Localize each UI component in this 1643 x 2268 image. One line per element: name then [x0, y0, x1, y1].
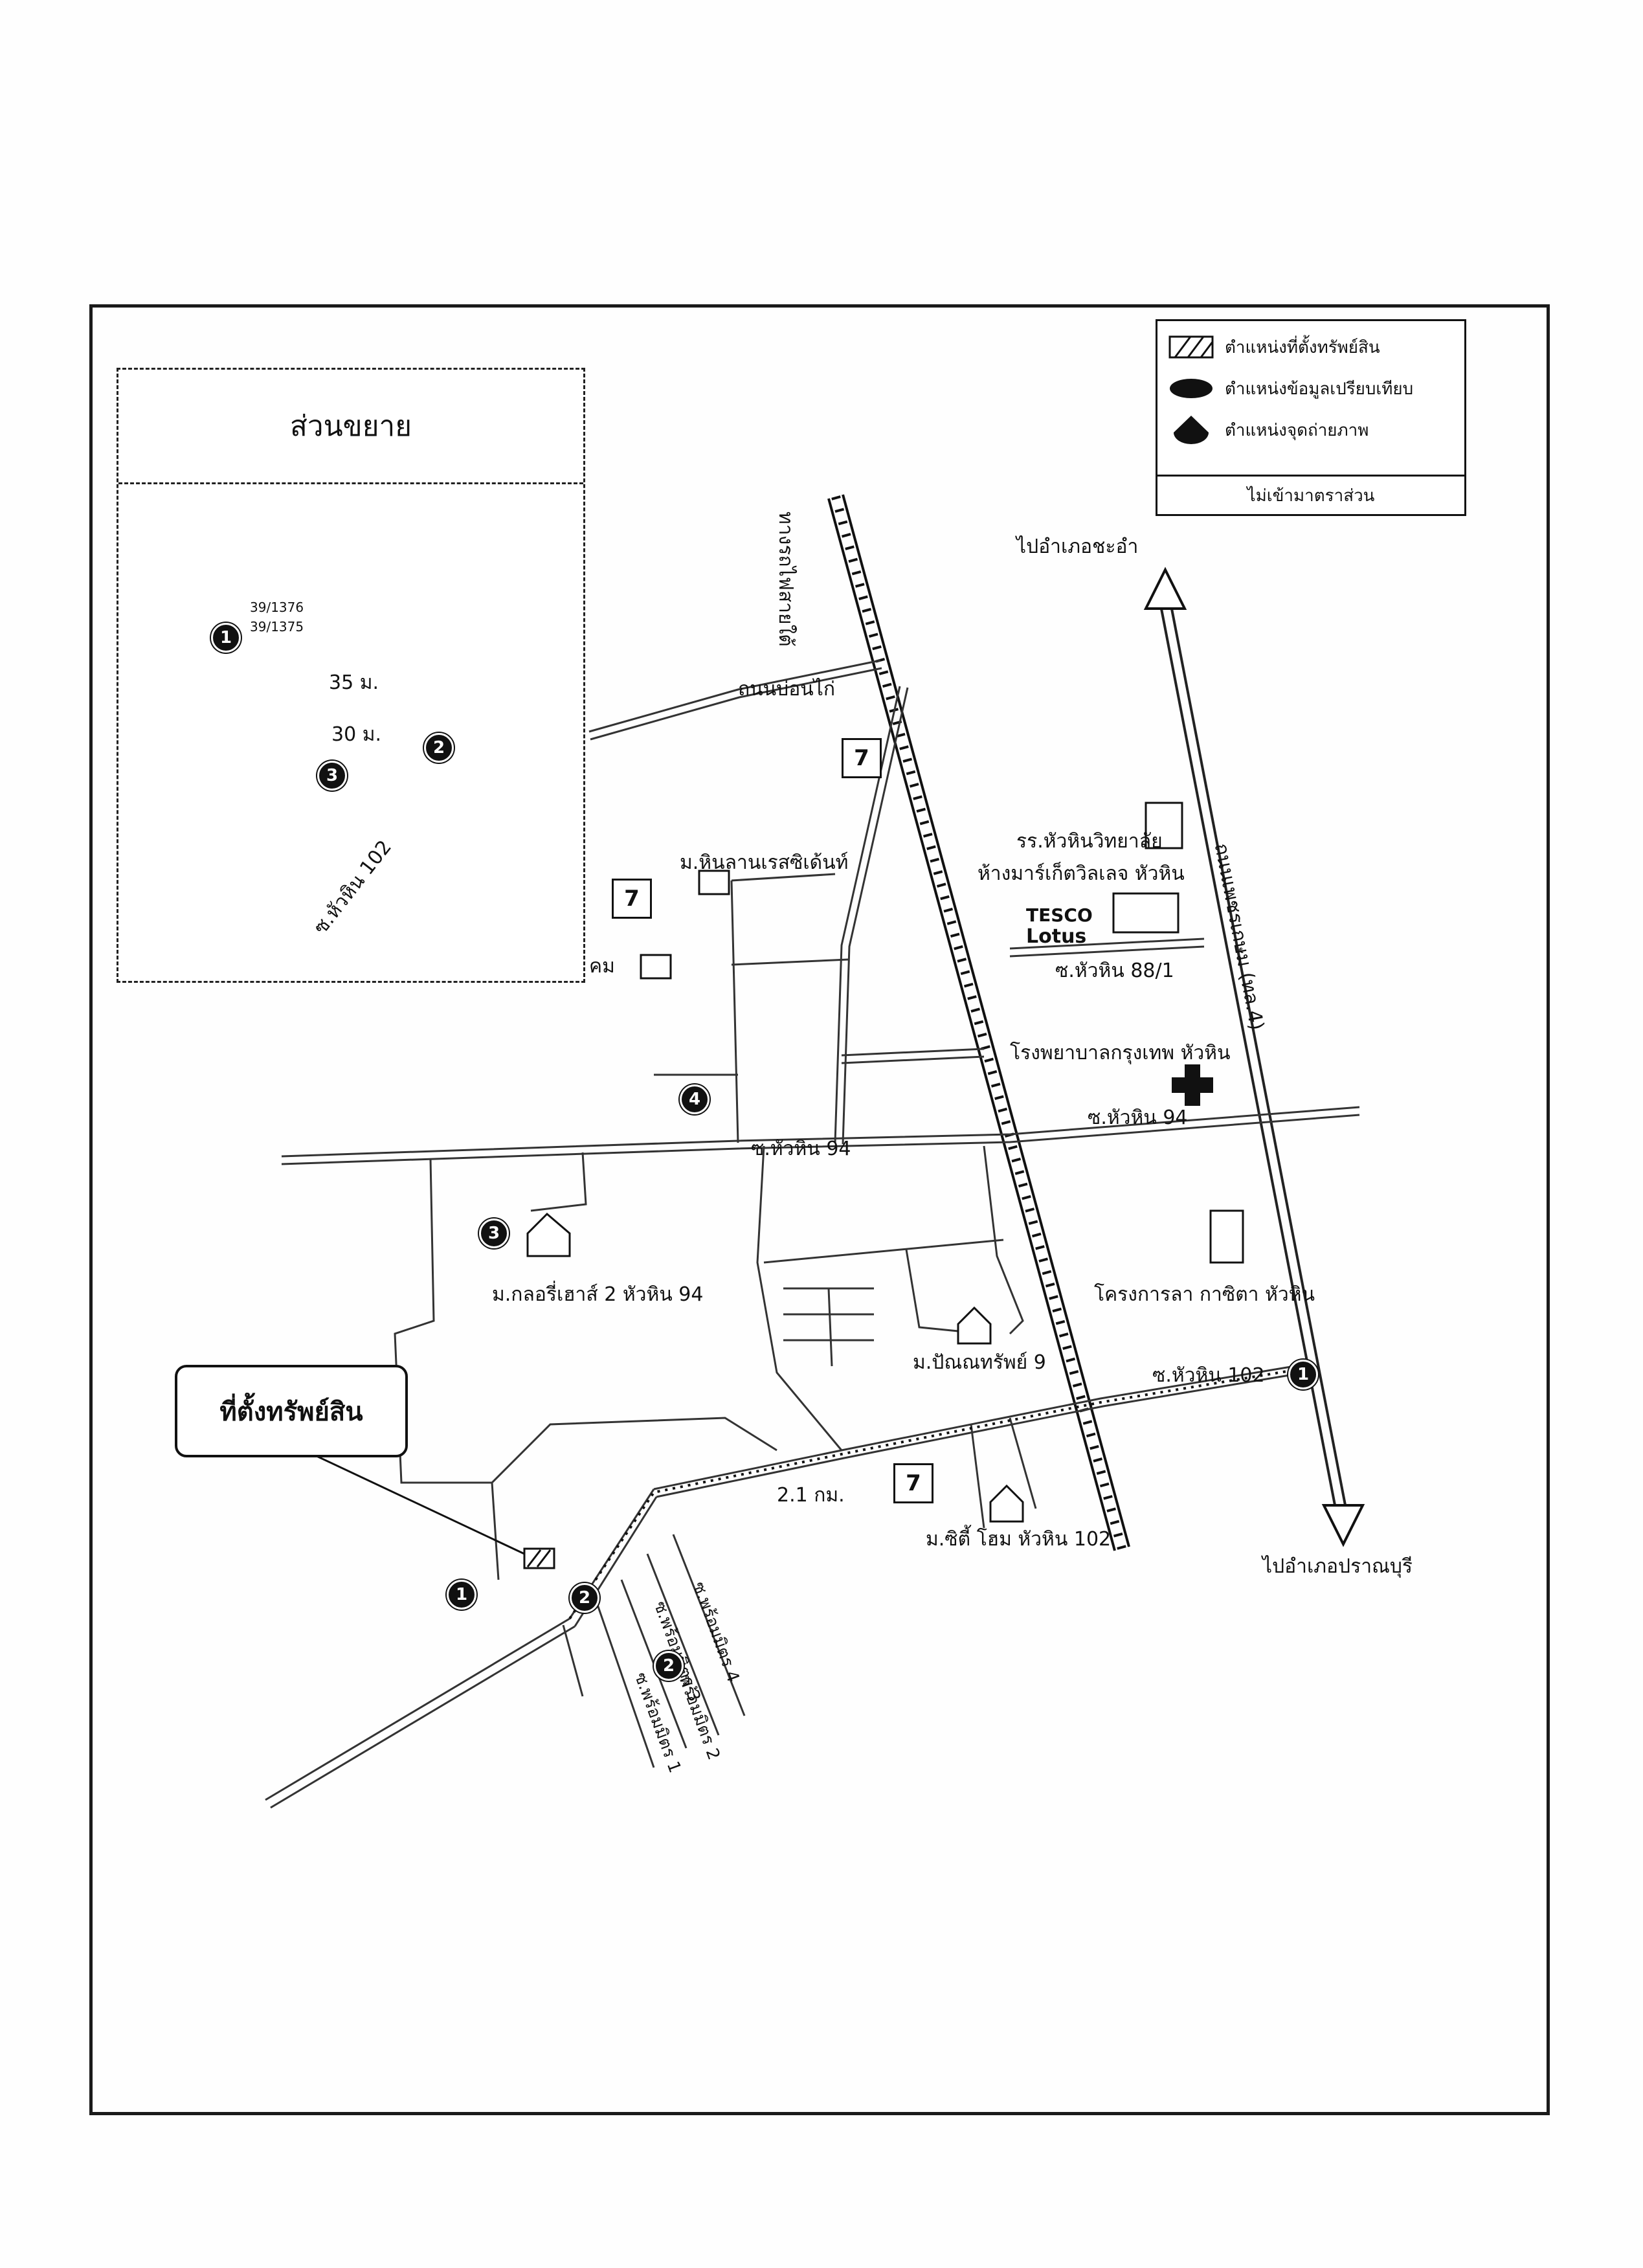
- roads: [265, 659, 1360, 1809]
- route-dotted: [568, 1369, 1295, 1620]
- label-tesco-1: TESCO: [1026, 904, 1093, 926]
- arrow-north-icon: [1143, 567, 1187, 610]
- marker-2-main: 2: [570, 1583, 599, 1613]
- label-to-chaam: ไปอำเภอชะอำ: [1016, 535, 1139, 558]
- marker-4-main: 4: [680, 1084, 710, 1114]
- label-market: ห้างมาร์เก็ตวิลเลจ หัวหิน: [978, 862, 1185, 885]
- label-soi-94-west: ซ.หัวหิน 94: [751, 1138, 851, 1160]
- inset-panel: ส่วนขยาย: [117, 368, 585, 983]
- legend-row-site: ตำแหน่งที่ตั้งทรัพย์สิน: [1165, 330, 1380, 364]
- inset-dist-30: 30 ม.: [331, 723, 382, 746]
- arrow-south-icon: [1321, 1504, 1365, 1547]
- legend: ตำแหน่งที่ตั้งทรัพย์สิน ตำแหน่งข้อมูลเปร…: [1156, 319, 1466, 516]
- building-icons: [526, 802, 1244, 1523]
- inset-title: ส่วนขยาย: [118, 370, 583, 484]
- map-frame: [89, 304, 1550, 2115]
- inset-plot-label-bottom: 39/1375: [250, 619, 304, 634]
- seven-eleven-icon: 7: [612, 879, 652, 919]
- ellipse-icon: [1165, 376, 1217, 401]
- hatch-square-icon: [1165, 334, 1217, 360]
- marker-1-main: 1: [447, 1580, 476, 1610]
- label-glory: ม.กลอรี่เฮาส์ 2 หัวหิน 94: [492, 1283, 704, 1306]
- property-callout: ที่ตั้งทรัพย์สิน: [175, 1365, 408, 1457]
- marker-3-main: 3: [479, 1218, 509, 1248]
- inset-marker-2: 2: [424, 733, 454, 763]
- label-soi-88: ซ.หัวหิน 88/1: [1055, 960, 1174, 982]
- legend-row-comparable: ตำแหน่งข้อมูลเปรียบเทียบ: [1165, 372, 1413, 405]
- label-dist-21: 2.1 กม.: [777, 1484, 845, 1507]
- seven-eleven-icon: 7: [842, 738, 882, 778]
- seven-eleven-icon: 7: [893, 1463, 933, 1503]
- legend-comparable-label: ตำแหน่งข้อมูลเปรียบเทียบ: [1225, 379, 1414, 399]
- label-hin-lan: ม.หินลานเรสซิเด้นท์: [680, 851, 849, 874]
- hospital-cross-icon: [1172, 1064, 1213, 1106]
- inset-marker-1: 1: [211, 623, 241, 653]
- photo-point-icon: [1165, 416, 1217, 444]
- legend-photo-label: ตำแหน่งจุดถ่ายภาพ: [1225, 420, 1369, 440]
- label-hospital: โรงพยาบาลกรุงเทพ หัวหิน: [1010, 1042, 1231, 1064]
- inset-plot-label-top: 39/1376: [250, 600, 304, 615]
- railway-line: [827, 494, 1130, 1551]
- label-railway: ทางรถไฟสายใต้: [774, 511, 797, 647]
- label-to-pranburi: ไปอำเภอปราณบุรี: [1262, 1555, 1413, 1578]
- site-hatch-icon: [523, 1547, 555, 1569]
- label-pannasap: ม.ปัณณทรัพย์ 9: [913, 1351, 1046, 1374]
- legend-site-label: ตำแหน่งที่ตั้งทรัพย์สิน: [1225, 337, 1380, 357]
- legend-row-photo: ตำแหน่งจุดถ่ายภาพ: [1165, 413, 1369, 447]
- label-city-home: ม.ซิตี้ โฮม หัวหิน 102: [926, 1528, 1112, 1551]
- marker-2b-main: 2: [654, 1651, 684, 1681]
- inset-dist-35: 35 ม.: [329, 671, 379, 694]
- label-soi-102: ซ.หัวหิน 102: [1152, 1364, 1265, 1387]
- label-tesco-2: Lotus: [1026, 925, 1087, 948]
- marker-1-east: 1: [1288, 1360, 1318, 1389]
- label-soi-94-east: ซ.หัวหิน 94: [1088, 1106, 1188, 1129]
- inset-marker-3: 3: [317, 761, 347, 791]
- label-school: รร.หัวหินวิทยาลัย: [1016, 830, 1163, 853]
- label-kasita: โครงการลา กาซิตา หัวหิน: [1094, 1283, 1315, 1306]
- callout-pointer: [304, 1449, 525, 1555]
- legend-scale-note: ไม่เข้ามาตราส่วน: [1157, 475, 1464, 514]
- label-road-bonai: ถนนบ่อนไก่: [738, 678, 835, 701]
- label-khom: คม: [589, 955, 615, 978]
